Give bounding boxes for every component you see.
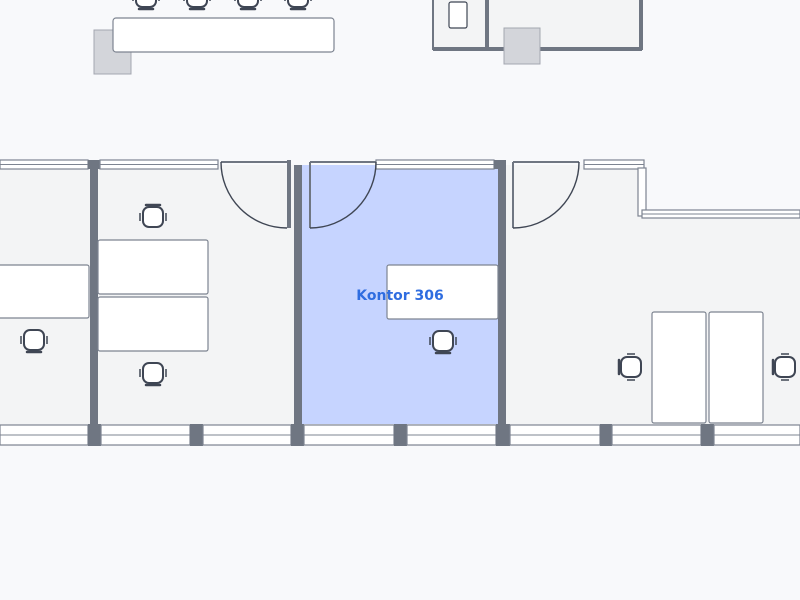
furniture-room-2 xyxy=(97,203,209,387)
desk xyxy=(386,264,499,320)
top-wall xyxy=(0,159,800,219)
chair xyxy=(428,329,458,355)
furniture-room-right xyxy=(617,311,797,424)
chair xyxy=(182,0,212,11)
window-segment xyxy=(0,424,89,446)
conference-table xyxy=(112,17,335,53)
window-segment xyxy=(303,424,395,446)
chair xyxy=(617,352,643,382)
furniture-kontor-306 xyxy=(386,264,499,355)
conference-area xyxy=(93,0,335,75)
desk xyxy=(708,311,764,424)
desk xyxy=(0,264,90,319)
desk xyxy=(97,296,209,352)
room-label-kontor-306[interactable]: Kontor 306 xyxy=(356,288,444,304)
door xyxy=(512,161,580,229)
window-segment xyxy=(100,424,191,446)
chair xyxy=(138,361,168,387)
window-segment xyxy=(406,424,497,446)
doors xyxy=(220,161,580,229)
desk xyxy=(97,239,209,295)
room xyxy=(94,165,298,425)
room xyxy=(502,165,642,425)
chair xyxy=(19,328,49,354)
door xyxy=(220,161,288,229)
chair xyxy=(233,0,263,11)
window-segment xyxy=(713,424,800,446)
chair xyxy=(138,203,168,229)
chair xyxy=(131,0,161,11)
plant-box xyxy=(503,27,541,65)
bottom-wall xyxy=(0,424,800,446)
chair xyxy=(771,352,797,382)
desk xyxy=(651,311,707,424)
window-segment xyxy=(509,424,601,446)
window-segment xyxy=(611,424,702,446)
furniture-room-left xyxy=(0,264,90,354)
door xyxy=(309,161,377,229)
top-right-rooms xyxy=(432,0,643,65)
chair xyxy=(283,0,313,11)
window-segment xyxy=(202,424,292,446)
partition-walls xyxy=(90,160,506,425)
cabinet xyxy=(448,1,468,29)
